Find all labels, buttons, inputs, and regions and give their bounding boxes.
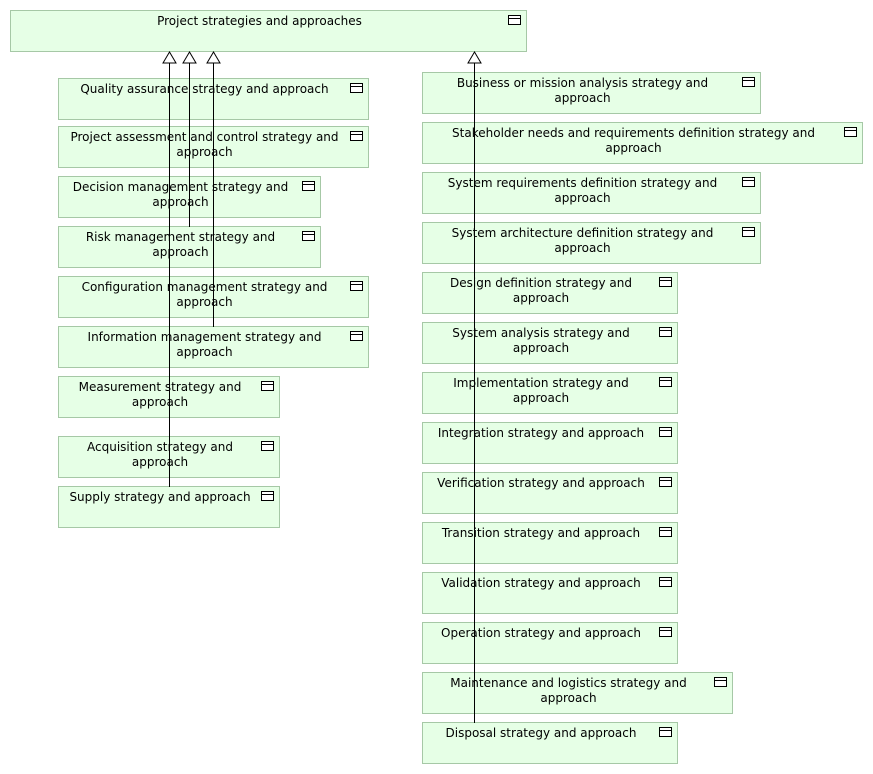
block-operation[interactable]: Operation strategy and approach: [422, 622, 678, 664]
block-label: Quality assurance strategy and approach: [80, 82, 329, 96]
block-supply[interactable]: Supply strategy and approach: [58, 486, 280, 528]
root-block[interactable]: Project strategies and approaches: [10, 10, 527, 52]
block-label: Implementation strategy and approach: [453, 376, 629, 405]
block-label: Configuration management strategy and ap…: [81, 280, 328, 309]
class-icon: [350, 131, 363, 141]
class-icon: [302, 231, 315, 241]
class-icon: [742, 177, 755, 187]
class-icon: [261, 491, 274, 501]
generalization-arrowhead: [467, 51, 482, 64]
class-icon: [350, 83, 363, 93]
block-label: Supply strategy and approach: [69, 490, 251, 504]
block-label: Decision management strategy and approac…: [72, 180, 289, 209]
block-label: Measurement strategy and approach: [78, 380, 242, 409]
block-information-management[interactable]: Information management strategy and appr…: [58, 326, 369, 368]
block-label: Risk management strategy and approach: [85, 230, 276, 259]
block-label: Verification strategy and approach: [437, 476, 645, 490]
class-icon: [261, 381, 274, 391]
class-icon: [350, 331, 363, 341]
class-icon: [659, 327, 672, 337]
block-validation[interactable]: Validation strategy and approach: [422, 572, 678, 614]
block-label: Integration strategy and approach: [437, 426, 645, 440]
block-label: Acquisition strategy and approach: [87, 440, 233, 469]
root-block-label: Project strategies and approaches: [157, 14, 362, 28]
block-label: Project assessment and control strategy …: [70, 130, 339, 159]
block-label: Transition strategy and approach: [441, 526, 641, 540]
class-icon: [659, 627, 672, 637]
class-icon: [659, 377, 672, 387]
class-icon: [261, 441, 274, 451]
block-label: Operation strategy and approach: [441, 626, 641, 640]
block-label: System analysis strategy and approach: [452, 326, 630, 355]
class-icon: [742, 77, 755, 87]
block-verification[interactable]: Verification strategy and approach: [422, 472, 678, 514]
block-maintenance-logistics[interactable]: Maintenance and logistics strategy and a…: [422, 672, 733, 714]
class-icon: [742, 227, 755, 237]
class-icon: [659, 427, 672, 437]
block-label: Information management strategy and appr…: [87, 330, 322, 359]
block-label: Business or mission analysis strategy an…: [456, 76, 709, 105]
block-system-requirements[interactable]: System requirements definition strategy …: [422, 172, 761, 214]
block-label: Validation strategy and approach: [441, 576, 641, 590]
class-icon: [659, 527, 672, 537]
block-label: System architecture definition strategy …: [451, 226, 714, 255]
class-icon: [714, 677, 727, 687]
block-system-analysis[interactable]: System analysis strategy and approach: [422, 322, 678, 364]
block-label: System requirements definition strategy …: [447, 176, 718, 205]
block-system-architecture[interactable]: System architecture definition strategy …: [422, 222, 761, 264]
class-icon: [302, 181, 315, 191]
class-icon: [659, 277, 672, 287]
block-label: Disposal strategy and approach: [445, 726, 637, 740]
block-transition[interactable]: Transition strategy and approach: [422, 522, 678, 564]
class-icon: [508, 15, 521, 25]
block-label: Stakeholder needs and requirements defin…: [452, 126, 815, 155]
generalization-arrowhead: [182, 51, 197, 64]
class-icon: [659, 477, 672, 487]
class-icon: [350, 281, 363, 291]
generalization-arrowhead: [162, 51, 177, 64]
block-label: Design definition strategy and approach: [450, 276, 632, 305]
block-business-mission-analysis[interactable]: Business or mission analysis strategy an…: [422, 72, 761, 114]
block-implementation[interactable]: Implementation strategy and approach: [422, 372, 678, 414]
block-integration[interactable]: Integration strategy and approach: [422, 422, 678, 464]
block-design-definition[interactable]: Design definition strategy and approach: [422, 272, 678, 314]
block-disposal[interactable]: Disposal strategy and approach: [422, 722, 678, 764]
class-icon: [659, 727, 672, 737]
class-icon: [659, 577, 672, 587]
block-label: Maintenance and logistics strategy and a…: [450, 676, 687, 705]
class-icon: [844, 127, 857, 137]
block-stakeholder-needs[interactable]: Stakeholder needs and requirements defin…: [422, 122, 863, 164]
block-risk-management[interactable]: Risk management strategy and approach: [58, 226, 321, 268]
generalization-arrowhead: [206, 51, 221, 64]
